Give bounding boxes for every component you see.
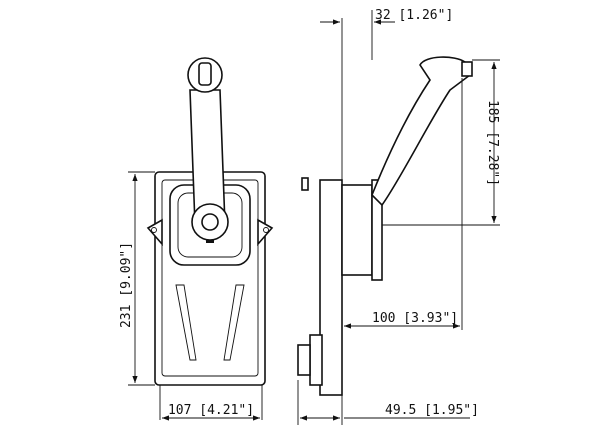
side-housing	[341, 184, 373, 276]
handle-height-label: 185 [7.28"]	[485, 100, 500, 186]
plate-width-label: 107 [4.21"]	[168, 403, 254, 418]
plate-slots	[175, 284, 245, 361]
side-depth-label: 49.5 [1.95"]	[385, 403, 479, 418]
plate-width-dimension: 107 [4.21"]	[159, 385, 263, 421]
handle-reach-label: 100 [3.93"]	[372, 311, 458, 326]
handle-height-dimension: 185 [7.28"]	[382, 59, 500, 226]
handle-reach-dimension: 100 [3.93"]	[344, 78, 463, 330]
side-plate	[319, 179, 343, 396]
top-width-label: 32 [1.26"]	[375, 8, 453, 23]
side-depth-dimension: 49.5 [1.95"]	[297, 380, 479, 425]
side-handle	[371, 56, 471, 207]
plate-height-label: 231 [9.09"]	[119, 242, 134, 328]
side-flange	[371, 179, 383, 281]
front-view	[146, 57, 274, 386]
plate-height-dimension: 231 [9.09"]	[119, 171, 155, 386]
side-bracket	[309, 334, 323, 386]
mounting-ears	[146, 218, 274, 247]
top-width-dimension: 32 [1.26"]	[320, 8, 453, 60]
side-view	[297, 18, 473, 425]
